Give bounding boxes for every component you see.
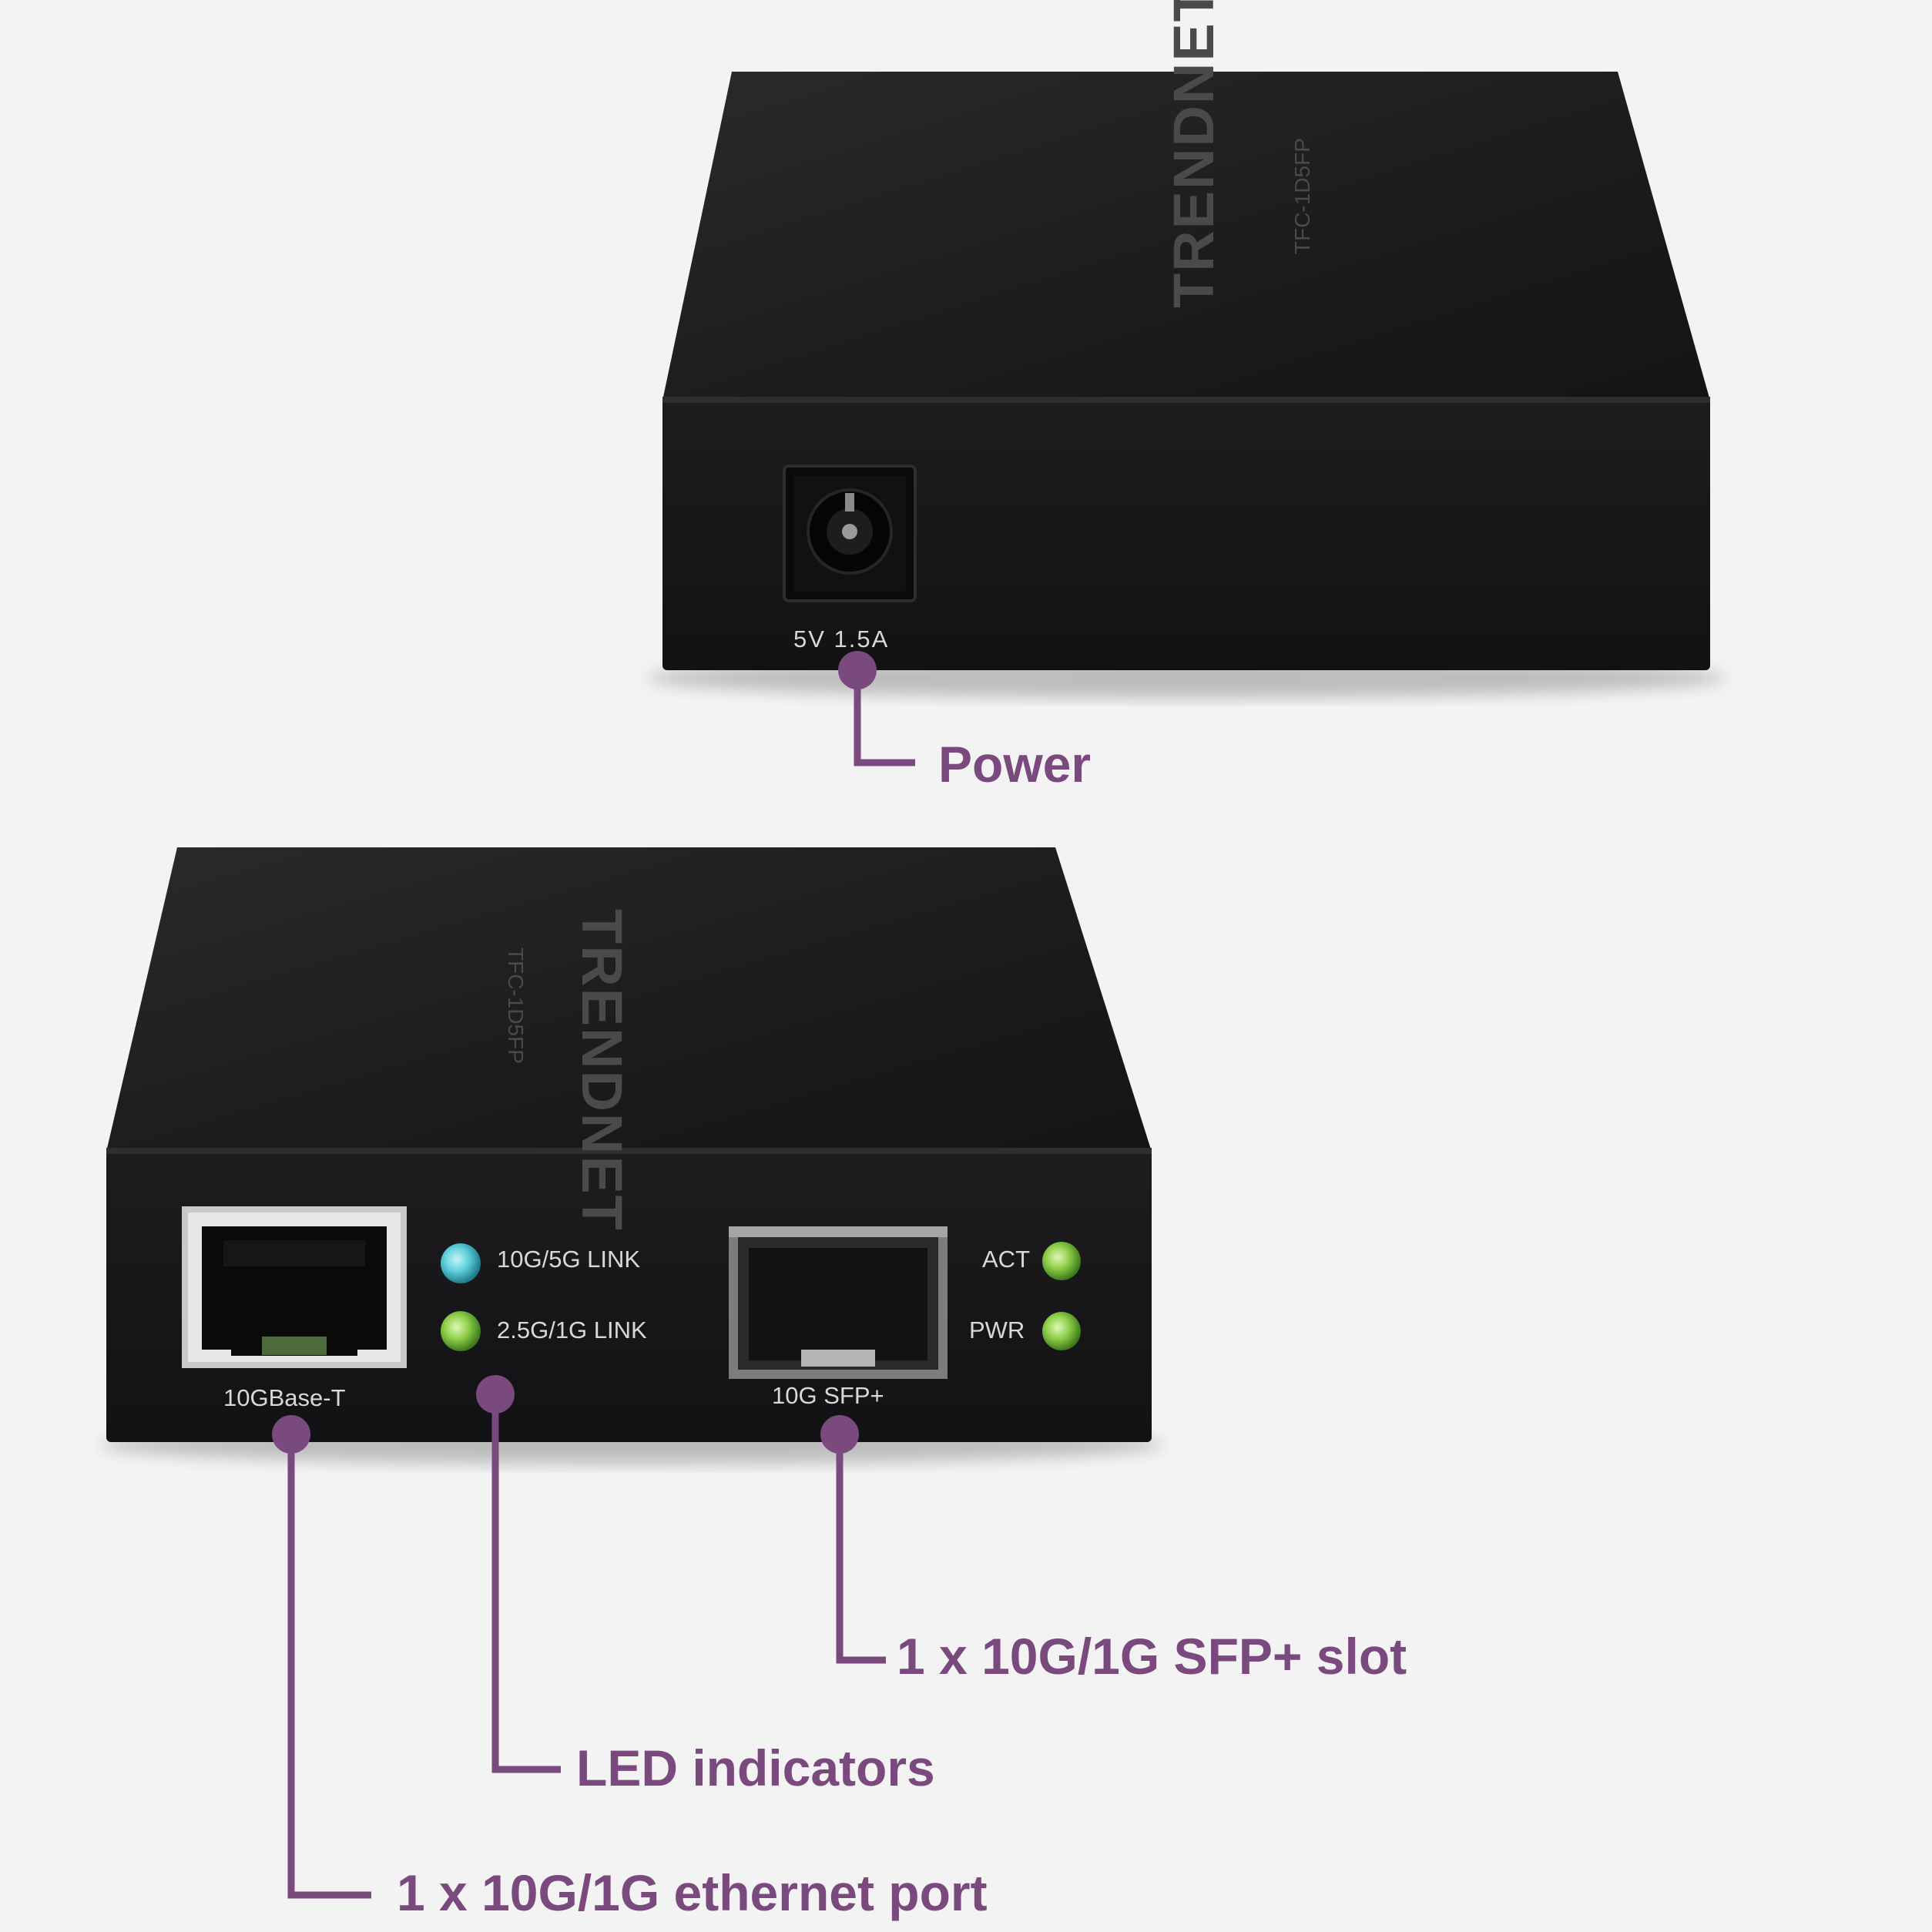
ethernet-port-callout-label: 1 x 10G/1G ethernet port (397, 1864, 988, 1921)
bottom-unit: TRENDNET TFC-1D5FP 10GBase-T 10G/5G LINK… (100, 847, 1163, 1464)
top-unit-brand-logo: TRENDNET (1162, 0, 1226, 308)
led-10g-5g-link-label: 10G/5G LINK (497, 1246, 640, 1273)
led-2g5-1g-link (441, 1311, 481, 1351)
rj45-port-icon (182, 1206, 407, 1368)
ethernet-port-callout: 1 x 10G/1G ethernet port (272, 1415, 988, 1921)
top-unit-rear-face (662, 397, 1710, 670)
led-pwr (1042, 1312, 1081, 1350)
sfp-slot-callout-label: 1 x 10G/1G SFP+ slot (897, 1628, 1407, 1685)
top-unit-lid (662, 72, 1710, 401)
led-pwr-label: PWR (969, 1317, 1025, 1343)
led-indicators-callout: LED indicators (476, 1375, 935, 1796)
led-act-label: ACT (982, 1246, 1030, 1273)
led-indicators-callout-label: LED indicators (576, 1739, 935, 1796)
bottom-unit-brand-logo: TRENDNET (570, 909, 634, 1232)
rj45-port-label: 10GBase-T (223, 1384, 346, 1411)
power-callout: Power (838, 651, 1091, 793)
sfp-port-label: 10G SFP+ (772, 1382, 884, 1409)
top-unit: TRENDNET TFC-1D5FP 5V 1.5A (647, 0, 1726, 698)
top-unit-model-label: TFC-1D5FP (1290, 138, 1314, 254)
bottom-unit-lid (106, 847, 1152, 1152)
dc-power-jack-icon (783, 465, 917, 602)
power-callout-label: Power (938, 736, 1091, 793)
bottom-unit-model-label: TFC-1D5FP (504, 948, 528, 1064)
sfp-slot-callout: 1 x 10G/1G SFP+ slot (820, 1415, 1407, 1685)
led-10g-5g-link (441, 1243, 481, 1283)
led-act (1042, 1242, 1081, 1280)
led-2g5-1g-link-label: 2.5G/1G LINK (497, 1317, 647, 1343)
power-rating-label: 5V 1.5A (793, 626, 889, 652)
sfp-cage-icon (729, 1226, 948, 1379)
